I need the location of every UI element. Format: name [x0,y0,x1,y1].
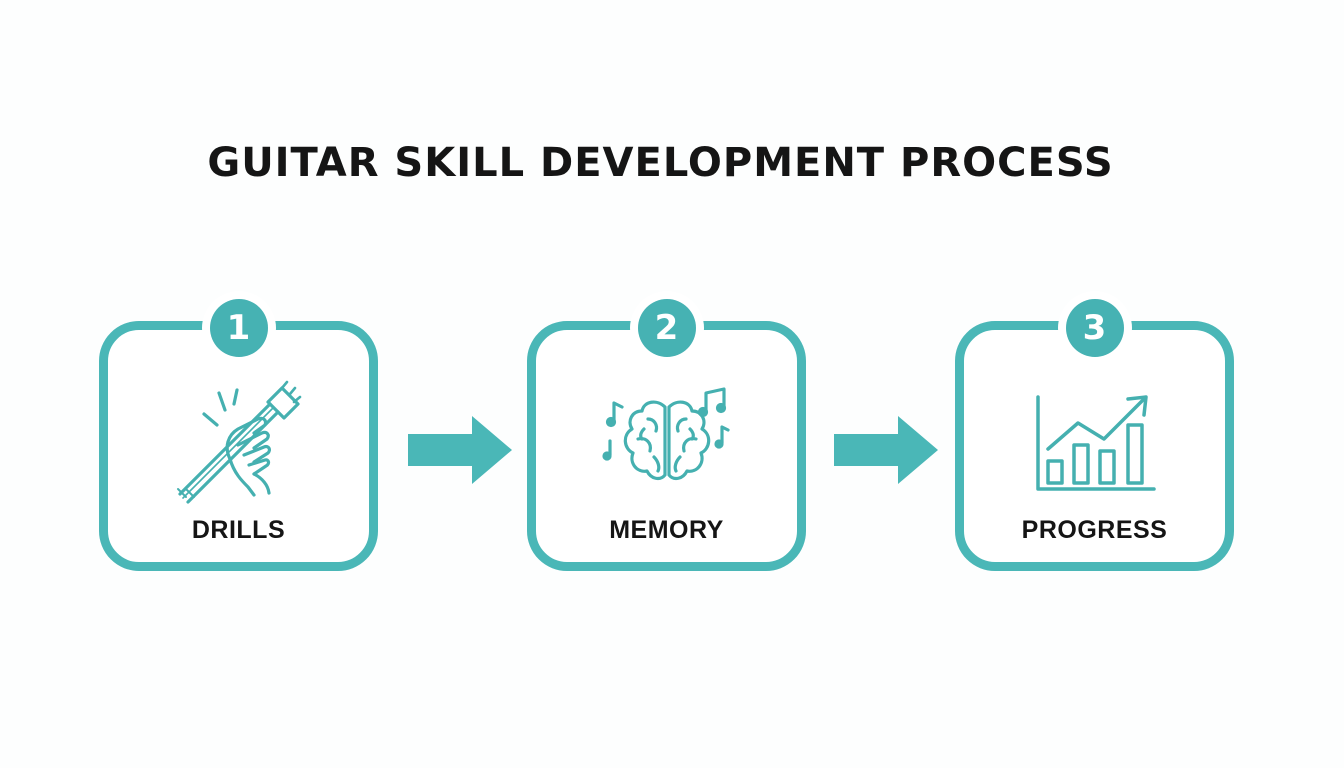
diagram-title: GUITAR SKILL DEVELOPMENT PROCESS [207,140,1114,186]
step-number-badge: 2 [637,299,696,357]
step-number-badge: 1 [209,299,268,357]
arrow-right-icon [834,416,938,484]
step-label: MEMORY [609,516,724,544]
step-label: PROGRESS [1021,516,1168,544]
step-label: DRILLS [191,516,286,544]
arrow-right-icon [408,416,512,484]
step-card-drills: 1 DRILLS [99,299,378,571]
step-card-memory: 2 MEMORY [527,299,806,571]
brain-with-music-notes-icon [601,387,730,481]
rising-bar-chart-icon [1035,395,1156,491]
step-card-progress: 3 PROGRESS [955,299,1234,571]
hand-on-guitar-neck-icon [176,380,301,504]
step-number-badge: 3 [1065,299,1124,357]
